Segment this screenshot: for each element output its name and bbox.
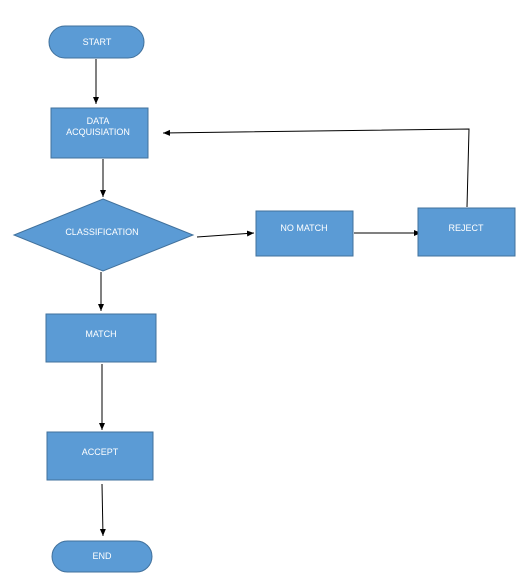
node-match: MATCH: [45, 313, 157, 363]
classification-decision-shape: [12, 198, 195, 272]
end-label: END: [92, 551, 112, 561]
match-label: MATCH: [85, 329, 116, 339]
match-process-shape: [45, 313, 157, 363]
start-terminator-shape: [48, 25, 145, 59]
node-start: START: [48, 25, 145, 59]
node-end: END: [51, 540, 153, 573]
data-acquisition-process-shape: [50, 107, 149, 159]
node-data-acquisition: DATA ACQUISIATION: [50, 107, 149, 159]
no-match-label: NO MATCH: [280, 223, 327, 233]
accept-process-shape: [46, 431, 154, 481]
classification-label: CLASSIFICATION: [65, 227, 138, 237]
edge-classification-to-no-match: [196, 230, 255, 238]
no-match-process-shape: [255, 210, 354, 257]
edge-reject-to-data-acquisition: [162, 128, 470, 208]
end-terminator-shape: [51, 540, 153, 573]
node-classification: CLASSIFICATION: [12, 198, 195, 272]
node-accept: ACCEPT: [46, 431, 154, 481]
reject-label: REJECT: [448, 223, 484, 233]
node-reject: REJECT: [417, 207, 516, 257]
edges: [93, 59, 470, 537]
data-acquisition-label-line2: ACQUISIATION: [66, 127, 130, 137]
accept-label: ACCEPT: [82, 447, 119, 457]
edge-accept-to-end: [99, 483, 106, 537]
reject-process-shape: [417, 207, 516, 257]
node-no-match: NO MATCH: [255, 210, 354, 257]
data-acquisition-label-line1: DATA: [87, 116, 110, 126]
start-label: START: [83, 37, 112, 47]
